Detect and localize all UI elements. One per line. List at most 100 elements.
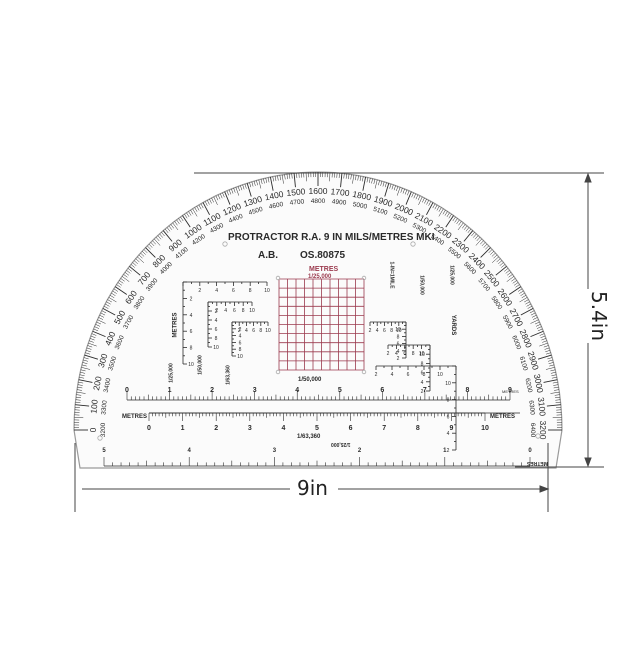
svg-text:3200: 3200	[538, 421, 548, 440]
left-scale-b: 1/50,000	[198, 355, 204, 374]
svg-text:6: 6	[407, 372, 410, 378]
ruler-bottom-unit: METRES	[527, 460, 548, 466]
protractor-body	[74, 172, 562, 468]
svg-text:10: 10	[481, 425, 489, 432]
svg-text:8: 8	[416, 425, 420, 432]
svg-text:8: 8	[249, 288, 252, 294]
svg-text:10: 10	[264, 288, 270, 294]
svg-text:4: 4	[190, 313, 193, 319]
svg-text:8: 8	[242, 308, 245, 314]
svg-text:8: 8	[447, 398, 450, 404]
ruler-63360-unit-right: METRES	[490, 414, 515, 420]
svg-text:10: 10	[395, 327, 401, 333]
svg-text:8: 8	[259, 328, 262, 334]
svg-text:8: 8	[412, 351, 415, 357]
ruler-63360-unit: METRES	[122, 414, 147, 420]
svg-text:10: 10	[419, 352, 425, 358]
svg-text:4: 4	[224, 308, 227, 314]
grid-scale: 1/25,000	[308, 274, 331, 280]
svg-text:0: 0	[88, 427, 98, 432]
svg-text:1600: 1600	[309, 186, 328, 196]
grid-label: METRES	[309, 266, 338, 273]
svg-text:6300: 6300	[527, 400, 535, 415]
svg-text:9: 9	[449, 425, 453, 432]
svg-text:6: 6	[380, 387, 384, 394]
svg-text:4: 4	[447, 431, 450, 437]
svg-text:10: 10	[237, 354, 243, 360]
protractor-title: PROTRACTOR R.A. 9 IN MILS/METRES MKI	[228, 232, 435, 243]
svg-text:1: 1	[168, 387, 172, 394]
svg-text:6: 6	[190, 329, 193, 335]
svg-text:8: 8	[397, 334, 400, 340]
svg-text:10: 10	[249, 308, 255, 314]
svg-text:1: 1	[181, 425, 185, 432]
svg-text:6: 6	[383, 328, 386, 334]
svg-text:8: 8	[239, 347, 242, 353]
svg-text:0: 0	[125, 387, 129, 394]
svg-text:2: 2	[214, 425, 218, 432]
right-scale-c: 1-IN=1MILE	[389, 261, 395, 288]
svg-text:100: 100	[88, 399, 99, 414]
svg-text:6: 6	[397, 342, 400, 348]
svg-text:4: 4	[245, 328, 248, 334]
svg-text:6: 6	[233, 308, 236, 314]
svg-text:0: 0	[147, 425, 151, 432]
svg-text:3200: 3200	[100, 422, 107, 437]
svg-text:2: 2	[198, 288, 201, 294]
svg-text:4: 4	[397, 349, 400, 355]
ruler-bottom-scale: 1/25,000	[331, 441, 350, 447]
svg-text:4: 4	[215, 288, 218, 294]
svg-text:2: 2	[387, 351, 390, 357]
right-scale-a: 1/25,000	[449, 265, 455, 284]
svg-text:2: 2	[375, 372, 378, 378]
svg-text:4: 4	[421, 380, 424, 386]
svg-text:8: 8	[190, 346, 193, 352]
svg-text:1700: 1700	[330, 186, 350, 198]
svg-text:4700: 4700	[289, 198, 304, 206]
svg-text:5: 5	[338, 387, 342, 394]
svg-text:4: 4	[391, 372, 394, 378]
svg-text:4900: 4900	[331, 198, 346, 206]
model-number: OS.80875	[300, 250, 345, 261]
svg-text:2: 2	[447, 448, 450, 454]
svg-text:4: 4	[376, 328, 379, 334]
svg-text:7: 7	[423, 387, 427, 394]
svg-text:8: 8	[465, 387, 469, 394]
svg-text:2: 2	[239, 327, 242, 333]
svg-text:4: 4	[215, 318, 218, 324]
svg-text:3300: 3300	[100, 400, 108, 415]
svg-text:4: 4	[295, 387, 299, 394]
svg-text:3: 3	[253, 387, 257, 394]
svg-text:6: 6	[421, 371, 424, 377]
ruler-63360-scale: 1/63,360	[297, 434, 320, 440]
svg-text:10: 10	[213, 345, 219, 351]
left-scale-a: 1/25,000	[169, 363, 175, 382]
svg-text:6: 6	[232, 288, 235, 294]
svg-text:2: 2	[397, 356, 400, 362]
ruler-50000-scale: 1/50,000	[298, 377, 321, 383]
svg-text:3: 3	[248, 425, 252, 432]
svg-text:7: 7	[382, 425, 386, 432]
right-scale-b: 1/50,000	[419, 275, 425, 294]
svg-text:4: 4	[239, 334, 242, 340]
svg-text:4800: 4800	[311, 198, 326, 205]
svg-text:10: 10	[445, 381, 451, 387]
svg-text:8: 8	[215, 336, 218, 342]
width-dimension-label: 9in	[293, 476, 332, 500]
svg-text:5: 5	[315, 425, 319, 432]
ruler-50000-unit: METRES	[502, 389, 519, 394]
svg-text:2: 2	[215, 309, 218, 315]
left-scale-c: 1/63,360	[226, 365, 232, 384]
svg-text:10: 10	[437, 372, 443, 378]
right-scale-label: YARDS	[450, 315, 456, 335]
svg-text:10: 10	[188, 362, 194, 368]
svg-text:8: 8	[390, 328, 393, 334]
svg-text:6: 6	[252, 328, 255, 334]
svg-text:2: 2	[369, 328, 372, 334]
svg-text:2: 2	[210, 387, 214, 394]
svg-text:6: 6	[349, 425, 353, 432]
svg-text:3100: 3100	[536, 397, 548, 417]
svg-text:6: 6	[239, 340, 242, 346]
